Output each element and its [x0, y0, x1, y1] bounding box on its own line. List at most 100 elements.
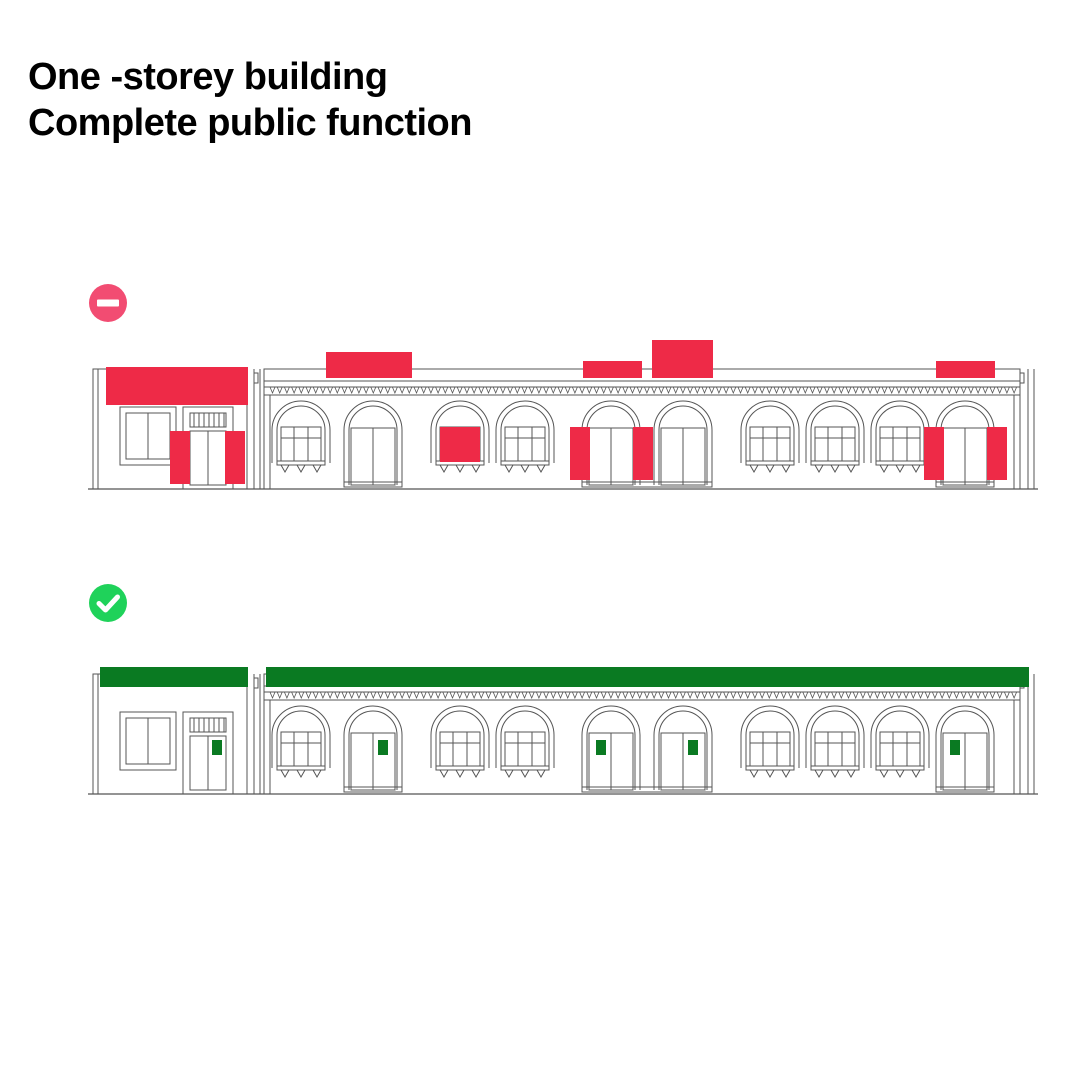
- arch-door: [935, 705, 995, 790]
- arch-window-inner: [745, 405, 795, 463]
- arch-door: [581, 705, 641, 790]
- dentil: [744, 691, 751, 700]
- rooftop-sign: [583, 361, 642, 378]
- dentil: [888, 691, 895, 700]
- dentil: [449, 691, 456, 700]
- dentil: [312, 386, 319, 395]
- door-threshold: [935, 786, 995, 793]
- arch-window-inner: [810, 405, 860, 463]
- dentil: [622, 386, 629, 395]
- dentil: [730, 691, 737, 700]
- dentil: [888, 386, 895, 395]
- dentil: [816, 691, 823, 700]
- window-sill: [500, 460, 550, 466]
- arch-window-inner: [500, 710, 550, 768]
- dentil: [600, 386, 607, 395]
- dentil: [305, 691, 312, 700]
- sill-corbel: [830, 769, 840, 779]
- window-sill: [875, 460, 925, 466]
- arch-door-inner: [658, 405, 708, 485]
- dentil: [514, 386, 521, 395]
- dentil: [420, 691, 427, 700]
- dentil: [975, 691, 982, 700]
- sill-corbel: [536, 769, 546, 779]
- dentil: [773, 386, 780, 395]
- dentil: [557, 386, 564, 395]
- dentil: [607, 386, 614, 395]
- dentil: [708, 386, 715, 395]
- dentil: [996, 386, 1003, 395]
- dentil: [593, 691, 600, 700]
- dentil: [953, 386, 960, 395]
- dentil: [550, 386, 557, 395]
- dentil: [924, 386, 931, 395]
- dentil: [370, 691, 377, 700]
- sill-corbel: [846, 769, 856, 779]
- dentil: [665, 386, 672, 395]
- dentil: [399, 386, 406, 395]
- dentil: [852, 386, 859, 395]
- dentil: [737, 691, 744, 700]
- sill-corbel: [879, 769, 889, 779]
- side-banner: [170, 431, 190, 484]
- dentil: [708, 691, 715, 700]
- dentil: [679, 386, 686, 395]
- dentil: [586, 691, 593, 700]
- dentil: [895, 386, 902, 395]
- sill-corbel: [312, 769, 322, 779]
- arch-door: [935, 400, 995, 485]
- arch-window: [870, 705, 930, 768]
- dentil: [787, 386, 794, 395]
- annex-door-frame: [182, 711, 234, 795]
- dentil: [564, 691, 571, 700]
- dentil: [687, 386, 694, 395]
- dentil: [967, 691, 974, 700]
- door-threshold: [581, 786, 713, 793]
- no-entry-icon: [89, 284, 127, 322]
- dentil: [838, 691, 845, 700]
- sill-corbel: [296, 769, 306, 779]
- door-plaque: [596, 740, 606, 755]
- dentil: [413, 691, 420, 700]
- dentil: [370, 386, 377, 395]
- sill-corbel: [814, 769, 824, 779]
- dentil: [751, 691, 758, 700]
- dentil: [499, 386, 506, 395]
- page-title: One -storey building Complete public fun…: [28, 54, 472, 146]
- dentil: [701, 386, 708, 395]
- sill-corbel: [895, 464, 905, 474]
- dentil: [831, 386, 838, 395]
- dentil: [924, 691, 931, 700]
- sill-corbel: [846, 464, 856, 474]
- dentil: [283, 691, 290, 700]
- dentil: [802, 386, 809, 395]
- dentil: [766, 691, 773, 700]
- arch-door: [653, 400, 713, 485]
- dentil: [651, 386, 658, 395]
- dentil: [1011, 691, 1018, 700]
- dentil: [607, 691, 614, 700]
- dentil: [391, 386, 398, 395]
- arch-door-inner: [348, 405, 398, 485]
- dentil: [507, 691, 514, 700]
- dentil: [406, 691, 413, 700]
- dentil: [427, 386, 434, 395]
- dentil: [723, 691, 730, 700]
- dentil: [463, 386, 470, 395]
- dentil: [579, 691, 586, 700]
- sill-corbel: [895, 769, 905, 779]
- arch-window: [271, 705, 331, 768]
- pilaster-cap: [1019, 372, 1025, 384]
- dentil: [658, 691, 665, 700]
- arch-window-inner: [875, 710, 925, 768]
- dentil: [917, 386, 924, 395]
- dentil: [579, 386, 586, 395]
- arch-window-inner: [875, 405, 925, 463]
- arch-window: [740, 705, 800, 768]
- dentil: [867, 691, 874, 700]
- sill-corbel: [439, 464, 449, 474]
- dentil: [989, 691, 996, 700]
- dentil: [759, 386, 766, 395]
- dentil: [413, 386, 420, 395]
- dentil: [953, 691, 960, 700]
